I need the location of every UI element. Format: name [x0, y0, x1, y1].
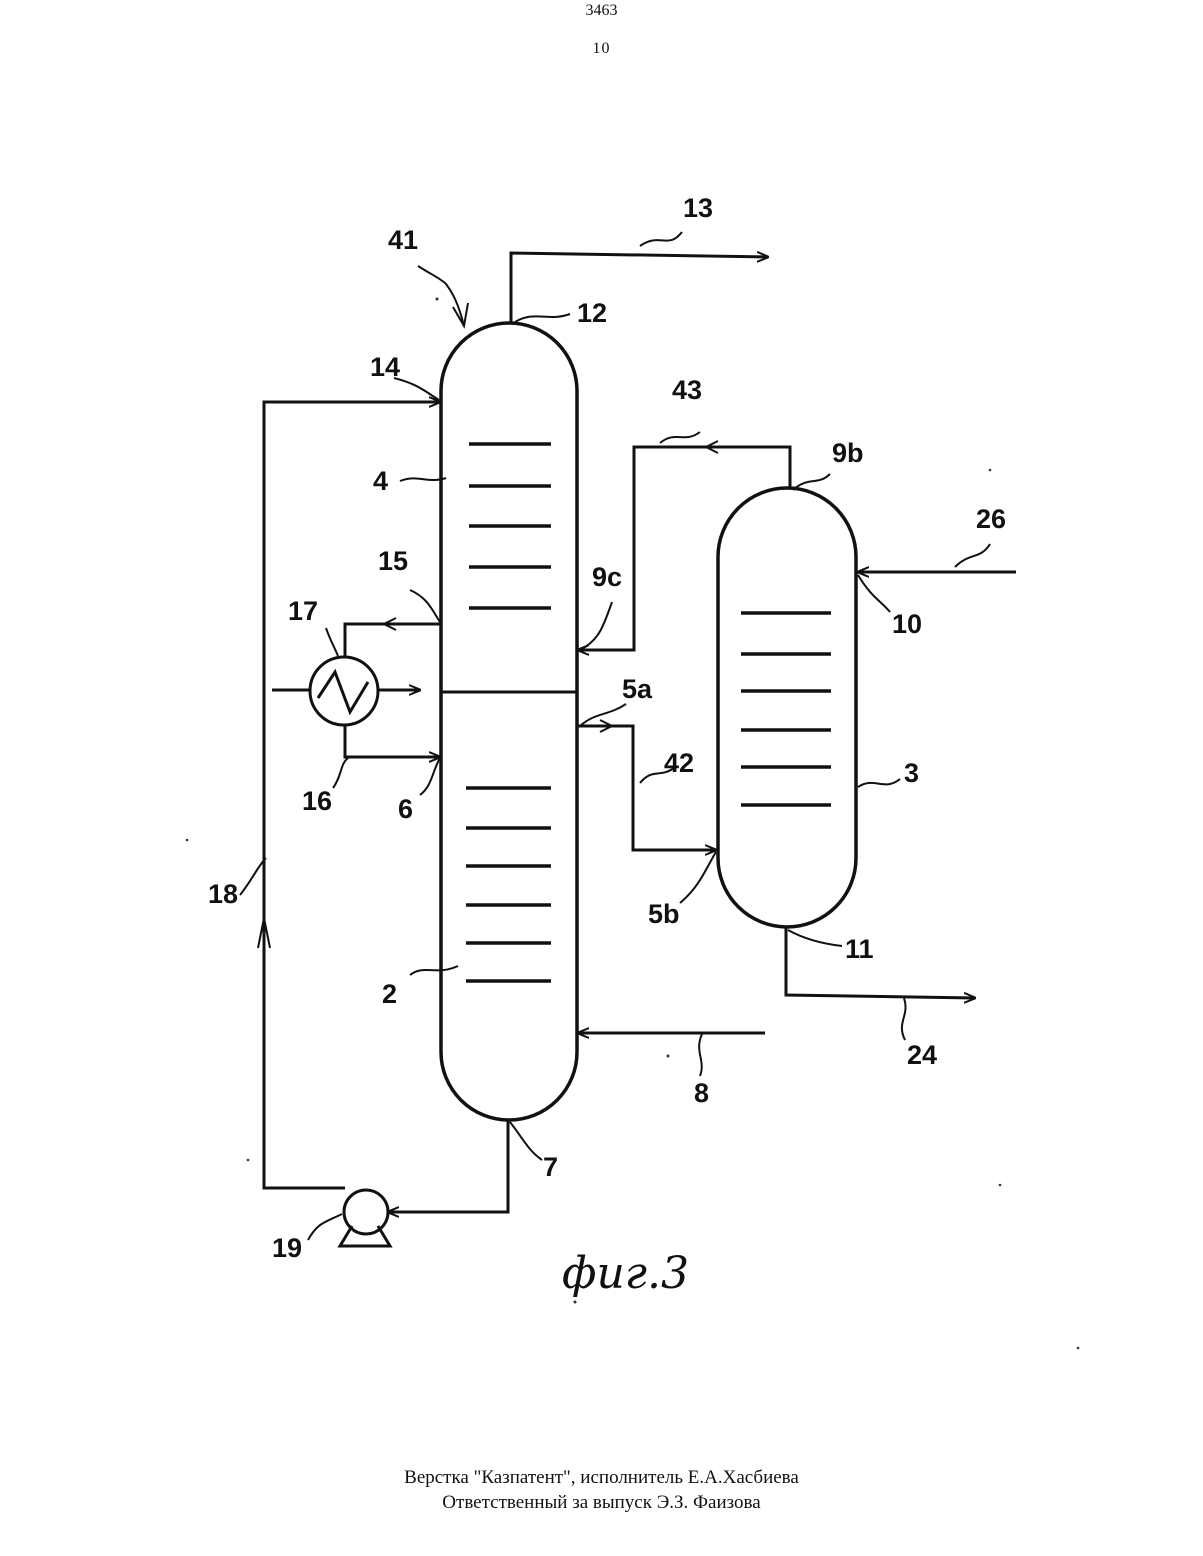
- figure-caption: фиг.3: [562, 1248, 689, 1299]
- label-10: 10: [892, 609, 922, 639]
- label-5b: 5b: [648, 899, 680, 929]
- pump-19: [340, 1190, 390, 1246]
- label-18: 18: [208, 879, 238, 909]
- label-17: 17: [288, 596, 318, 626]
- secondary-column-vessel: [718, 488, 856, 927]
- leader-lines: [240, 232, 990, 1240]
- label-5a: 5a: [622, 674, 653, 704]
- label-11: 11: [845, 934, 874, 964]
- recycle-line-18: [264, 402, 440, 1188]
- heat-exchanger-coil: [318, 672, 368, 712]
- label-16: 16: [302, 786, 332, 816]
- label-43: 43: [672, 375, 702, 405]
- label-9c: 9c: [592, 562, 622, 592]
- label-14: 14: [370, 352, 400, 382]
- return-line-16: [345, 725, 440, 757]
- label-7: 7: [543, 1152, 558, 1182]
- bottoms-line-7: [388, 1120, 508, 1212]
- label-41: 41: [388, 225, 418, 255]
- overhead-line-13: [511, 253, 768, 323]
- label-13: 13: [683, 193, 713, 223]
- heat-exchanger-17: [310, 657, 378, 725]
- footer-responsible-editor: Ответственный за выпуск Э.З. Фаизова: [0, 1492, 1203, 1514]
- footer-typesetting-credit: Верстка "Казпатент", исполнитель Е.А.Хас…: [0, 1467, 1203, 1489]
- label-24: 24: [907, 1040, 937, 1070]
- label-19: 19: [272, 1233, 302, 1263]
- bottoms-line-24: [786, 927, 975, 998]
- label-12: 12: [577, 298, 607, 328]
- label-8: 8: [694, 1078, 709, 1108]
- label-6: 6: [398, 794, 413, 824]
- label-4: 4: [373, 466, 388, 496]
- label-26: 26: [976, 504, 1006, 534]
- liquid-line-42: [578, 726, 716, 850]
- label-3: 3: [904, 758, 919, 788]
- label-9b: 9b: [832, 438, 864, 468]
- label-42: 42: [664, 748, 694, 778]
- label-15: 15: [378, 546, 408, 576]
- label-2: 2: [382, 979, 397, 1009]
- process-flow-diagram: 41 13 12 14 4 43 9b 26 10 15 9c 17 5a 42…: [0, 0, 1203, 1400]
